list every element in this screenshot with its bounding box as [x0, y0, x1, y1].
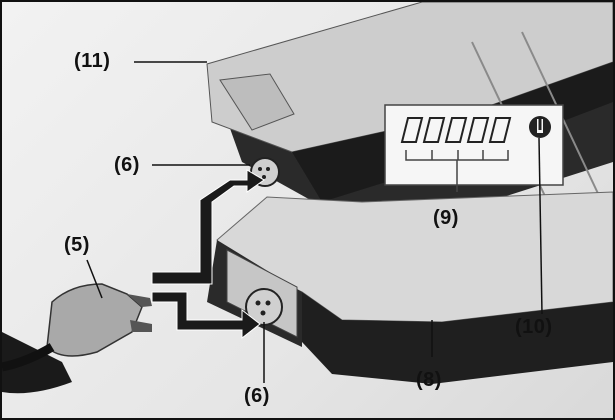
callout-6-top: (6) — [114, 154, 140, 176]
led-segment-4 — [466, 117, 490, 143]
leader-lines — [86, 61, 543, 383]
charger-plug — [2, 283, 152, 394]
callout-11: (11) — [74, 50, 111, 72]
insert-arrow-bottom — [151, 291, 261, 340]
callout-8: (8) — [416, 369, 442, 391]
charge-indicator-panel — [384, 104, 564, 192]
led-segment-3 — [444, 117, 468, 143]
insert-arrow-top — [151, 169, 265, 285]
battery-pack — [207, 191, 613, 384]
led-segment-2 — [422, 117, 446, 143]
callout-5: (5) — [64, 234, 90, 256]
callout-10: (10) — [515, 316, 553, 338]
callout-9: (9) — [433, 207, 459, 229]
led-bracket — [405, 150, 509, 192]
led-segment-5 — [488, 117, 512, 143]
led-segment-1 — [400, 117, 424, 143]
callout-6-bottom: (6) — [244, 385, 270, 407]
charge-socket-bottom — [245, 288, 283, 326]
